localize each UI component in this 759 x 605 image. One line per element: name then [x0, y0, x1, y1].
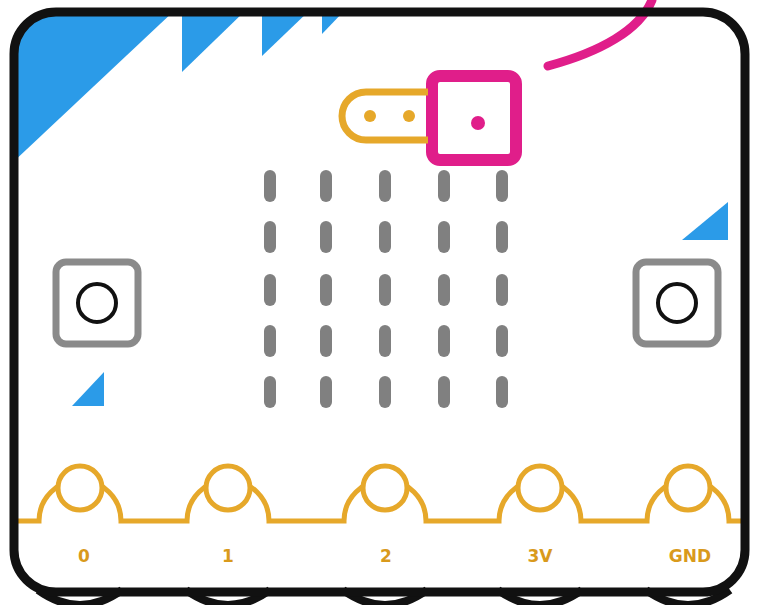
led [496, 376, 508, 408]
led [438, 221, 450, 253]
pin-label: 2 [380, 548, 392, 565]
led [379, 170, 391, 202]
button-a [56, 262, 138, 406]
led [496, 274, 508, 306]
led [496, 325, 508, 357]
led [320, 170, 332, 202]
led [379, 274, 391, 306]
pin-hole [206, 466, 250, 510]
blue-logo [14, 12, 345, 165]
button-b [636, 202, 728, 344]
pin-label: GND [669, 548, 711, 565]
pin-label: 0 [78, 548, 90, 565]
pin-label: 3V [528, 548, 553, 565]
led [496, 170, 508, 202]
led [496, 221, 508, 253]
led [264, 274, 276, 306]
led [320, 221, 332, 253]
led [264, 170, 276, 202]
led [438, 170, 450, 202]
led-matrix [264, 170, 508, 408]
edge-connector [14, 466, 745, 605]
pin-hole [363, 466, 407, 510]
pin-hole [518, 466, 562, 510]
led [320, 274, 332, 306]
led [379, 376, 391, 408]
pin-hole [666, 466, 710, 510]
led [379, 325, 391, 357]
led [320, 325, 332, 357]
led [320, 376, 332, 408]
led [379, 221, 391, 253]
led [438, 376, 450, 408]
pin-hole [58, 466, 102, 510]
led [438, 325, 450, 357]
orange-pad [342, 92, 428, 140]
led [264, 221, 276, 253]
led [264, 376, 276, 408]
led [264, 325, 276, 357]
pin-label: 1 [222, 548, 234, 565]
led [438, 274, 450, 306]
pink-pad [432, 76, 516, 160]
